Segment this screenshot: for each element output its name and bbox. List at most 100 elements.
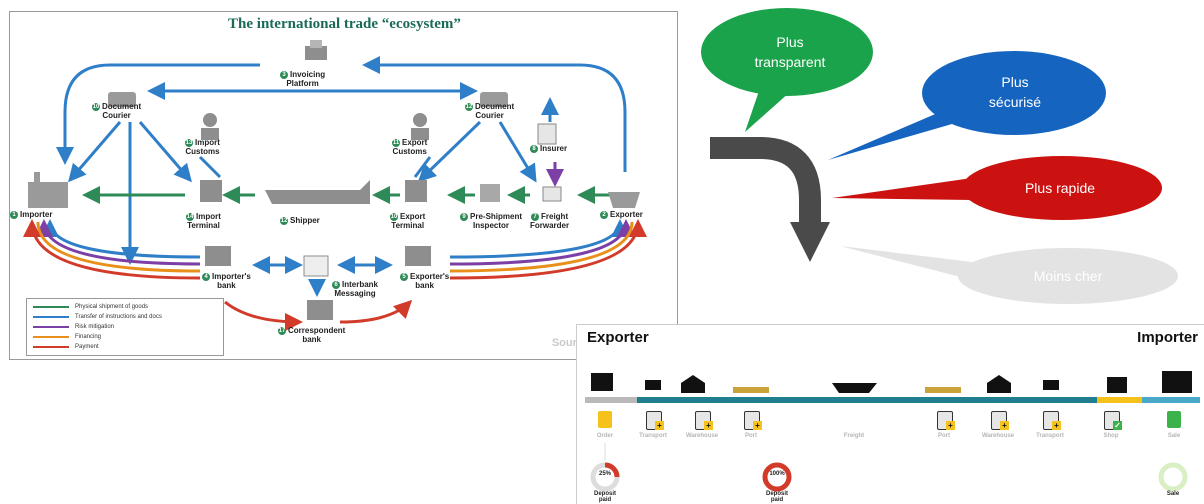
shop-icon (1107, 377, 1127, 393)
legend-label: Transfer of instructions and docs (75, 314, 162, 320)
progress-ring-25 (604, 462, 620, 478)
node-number-badge: 10 (390, 212, 398, 221)
bubble-plus-transparent: Plus transparent (754, 34, 826, 70)
step-label: Transport (1036, 433, 1064, 439)
ship-icon (832, 383, 877, 393)
speech-bubbles-graphic (701, 8, 1178, 304)
bubble-shape (922, 51, 1106, 135)
legend-swatch (33, 316, 69, 318)
warehouse-icon (987, 375, 1011, 393)
legend: Physical shipment of goods Transfer of i… (26, 298, 224, 356)
warehouse-document-icon: + (695, 411, 713, 430)
node-number-badge: 5 (400, 272, 408, 281)
ecosystem-diagram: The international trade “ecosystem” (9, 11, 678, 360)
diagram-title: The international trade “ecosystem” (228, 16, 461, 32)
port-icon (925, 387, 961, 393)
node-number-badge: 6 (332, 280, 340, 289)
transport-document-icon: + (1043, 411, 1061, 430)
truck-icon (1043, 380, 1059, 390)
step-label: Freight (843, 433, 865, 439)
sale-document-icon (1167, 411, 1181, 428)
step-label: Transport (639, 433, 667, 439)
node-number-badge: 9 (460, 212, 468, 221)
node-label: Invoicing Platform (286, 70, 326, 88)
node-number-badge: 11 (392, 138, 400, 147)
bubble-plus-rapide: Plus rapide (1024, 180, 1096, 196)
node-number-badge: 8 (530, 144, 538, 153)
node-number-badge: 17 (278, 326, 286, 335)
trade-flow-panel: Exporter Importer + + + + + + ✓ Order Tr… (576, 324, 1204, 504)
transport-document-icon: + (646, 411, 664, 430)
step-label: Port (938, 433, 950, 439)
node-label: Document Courier (102, 102, 142, 120)
node-label: Pre-Shipment Inspector (470, 212, 523, 230)
shop-document-icon: ✓ (1104, 411, 1122, 430)
node-number-badge: 3 (280, 70, 288, 79)
bubble-shape (701, 8, 873, 96)
bubble-shape (958, 248, 1178, 304)
deposit-percent: 25% (598, 471, 611, 477)
legend-swatch (33, 326, 69, 328)
node-number-badge: 14 (186, 212, 194, 221)
node-number-badge: 12 (465, 102, 473, 111)
truck-icon (645, 380, 661, 390)
sale-icon (1162, 371, 1192, 393)
flow-exporter-heading: Exporter (587, 329, 649, 346)
bubble-shape (962, 156, 1162, 220)
node-number-badge: 12 (280, 216, 288, 225)
warehouse-icon (681, 375, 705, 393)
legend-label: Risk mitigation (75, 324, 115, 330)
port-document-icon: + (744, 411, 762, 430)
diagram-arrows (23, 40, 647, 331)
node-number-badge: 4 (202, 272, 210, 281)
progress-ring-sale (1158, 462, 1188, 492)
legend-label: Payment (75, 344, 99, 350)
deposit-label: Deposit paid (765, 491, 788, 503)
port-document-icon: + (937, 411, 955, 430)
sale-label: Sale (1166, 491, 1180, 497)
node-label: Export Customs (392, 138, 428, 156)
step-label: Sale (1167, 433, 1181, 439)
node-label: Interbank Messaging (334, 280, 379, 298)
legend-label: Financing (75, 334, 102, 340)
step-label: Warehouse (685, 433, 719, 439)
step-label: Warehouse (981, 433, 1015, 439)
bubble-moins-cher: Moins cher (1033, 268, 1103, 284)
node-label: Correspondent bank (288, 326, 346, 344)
node-number-badge: 2 (600, 210, 608, 219)
legend-swatch (33, 346, 69, 348)
node-label: Shipper (290, 216, 320, 225)
bubble-plus-securise: Plus sécurisé (988, 74, 1042, 110)
node-label: Document Courier (475, 102, 515, 120)
order-document-icon (598, 411, 612, 428)
node-label: Importer's bank (212, 272, 251, 290)
node-label: Importer (20, 210, 53, 219)
step-label: Shop (1103, 433, 1119, 439)
node-label: Exporter (610, 210, 643, 219)
flow-timeline (585, 371, 1200, 492)
node-label: Export Terminal (391, 212, 426, 230)
node-label: Insurer (540, 144, 568, 153)
step-label: Port (745, 433, 757, 439)
node-label: Freight Forwarder (530, 212, 570, 230)
legend-label: Physical shipment of goods (75, 304, 149, 310)
warehouse-document-icon: + (991, 411, 1009, 430)
deposit-label: Deposit paid (593, 491, 616, 503)
curved-arrow-icon (710, 137, 821, 222)
deposit-percent: 100% (769, 471, 785, 477)
